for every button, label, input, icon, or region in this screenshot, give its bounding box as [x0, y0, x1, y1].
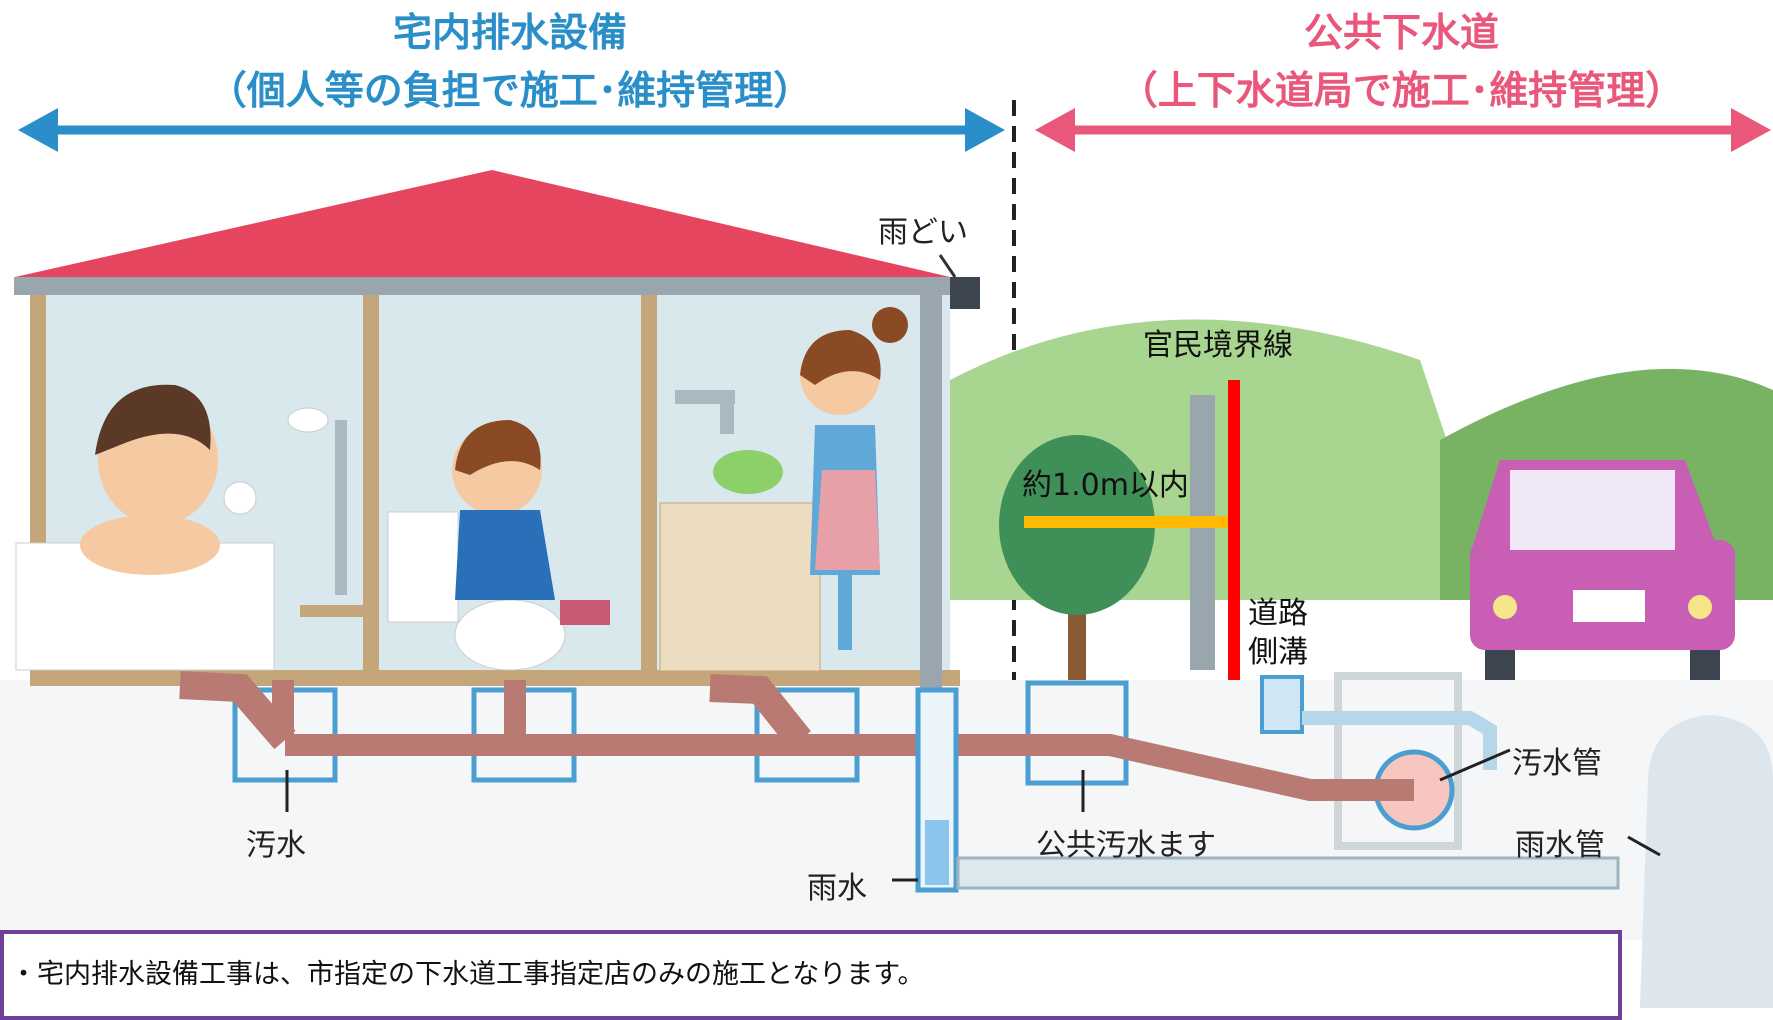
rainwater-pipe: [956, 856, 1620, 890]
public-range-arrow: [1035, 108, 1771, 152]
sewage-pipes: [179, 671, 1414, 801]
public-subtitle: （上下水道局で施工･維持管理）: [1118, 69, 1685, 114]
roof: [15, 170, 950, 277]
rainwater-basin: [915, 687, 959, 893]
label-leaders: [285, 748, 1661, 882]
boundary-label: 官民境界線: [1143, 328, 1293, 363]
sewage-main-label: 汚水管: [1512, 746, 1602, 781]
distance-label: 約1.0m以内: [1022, 468, 1189, 503]
toilet-scene: [387, 420, 610, 671]
bath-scene: [15, 384, 370, 671]
public-basin-label: 公共汚水ます: [1036, 828, 1216, 863]
side-ditch-pipe: [1302, 711, 1497, 770]
notes-box: ・宅内排水設備工事は、市指定の下水道工事指定店のみの施工となります。: [0, 930, 1622, 1020]
private-subtitle: （個人等の負担で施工･維持管理）: [207, 69, 813, 114]
storm-pipe-label: 雨水管: [1515, 828, 1605, 863]
kitchen-scene: [659, 307, 908, 672]
side-ditch: [1260, 675, 1304, 734]
side-ditch-label-2: 側溝: [1248, 635, 1308, 670]
gutter-label: 雨どい: [878, 215, 968, 250]
rainwater-label: 雨水: [807, 871, 867, 906]
note-line-1: ・宅内排水設備工事は、市指定の下水道工事指定店のみの施工となります。: [10, 959, 925, 990]
private-title: 宅内排水設備: [392, 11, 627, 56]
side-ditch-label-1: 道路: [1248, 596, 1308, 631]
boundary-post: [1190, 395, 1215, 670]
sewage-label: 汚水: [246, 828, 306, 863]
public-title: 公共下水道: [1303, 11, 1499, 56]
private-range-arrow: [18, 108, 1005, 152]
car: [1470, 460, 1735, 680]
public-sewage-basin: [1025, 680, 1129, 786]
gutter-head: [950, 277, 980, 309]
storm-sewer: [1640, 715, 1773, 1008]
